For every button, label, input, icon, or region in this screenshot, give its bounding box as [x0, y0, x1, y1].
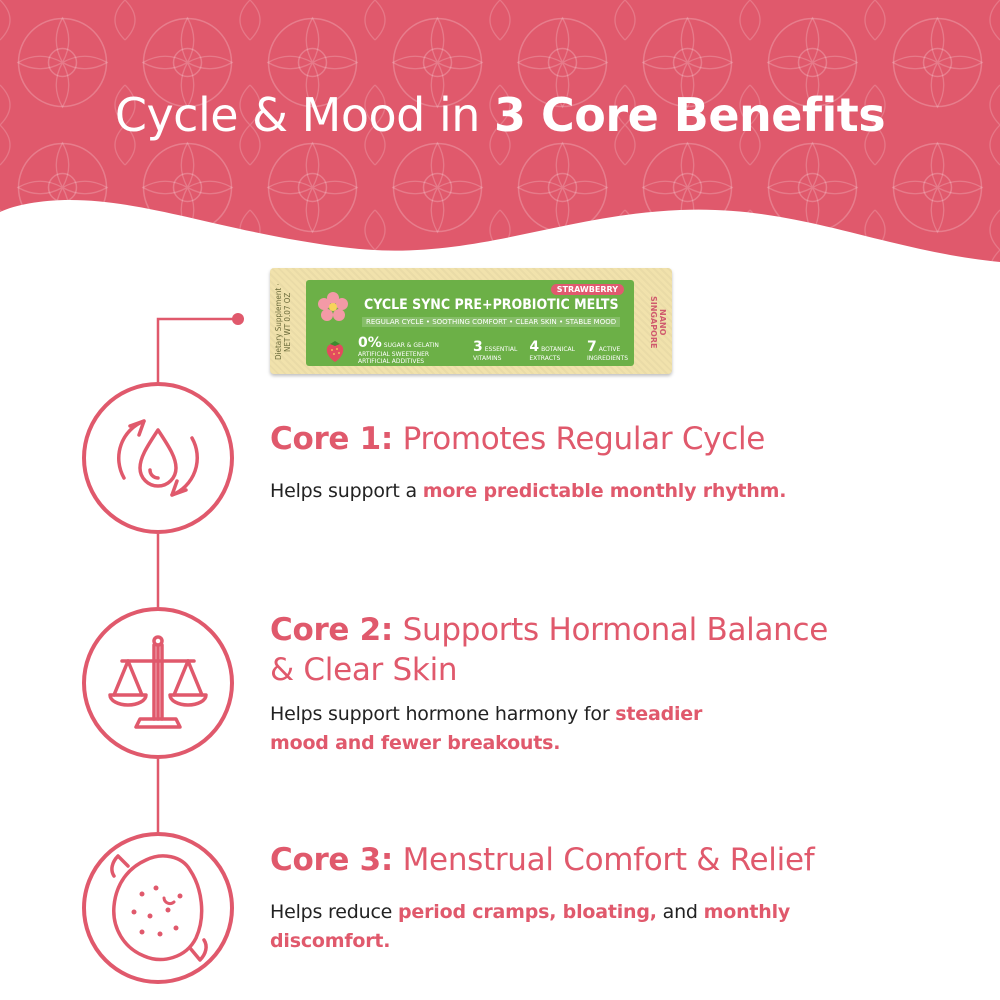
sachet-brand-side-text: NANO SINGAPORE [649, 295, 667, 349]
sachet-flavor-badge: STRAWBERRY [550, 284, 624, 295]
title-plain-text: Cycle & Mood in [114, 88, 481, 142]
balance-scale-icon [108, 635, 208, 729]
sachet-tagline: REGULAR CYCLE • SOOTHING COMFORT • CLEAR… [362, 317, 621, 327]
flower-icon [318, 292, 348, 321]
core1-description: Helps support a more predictable monthly… [270, 480, 787, 502]
header-wave-background [0, 0, 1000, 262]
sachet-side-left-text: Dietary Supplement · NET WT 0.07 OZ [274, 283, 292, 361]
sachet-green-panel: STRAWBERRY CYCLE SYNC PRE+PROBIOTIC MELT… [306, 280, 634, 366]
core2-heading: Core 2: Supports Hormonal Balance& Clear… [270, 612, 829, 688]
page-title: Cycle & Mood in 3 Core Benefits [0, 88, 1000, 142]
product-sachet-image: Dietary Supplement · NET WT 0.07 OZ STRA… [270, 268, 672, 374]
core2-icon-circle [82, 607, 234, 759]
connector-dot [232, 313, 244, 325]
header-banner: Cycle & Mood in 3 Core Benefits [0, 0, 1000, 290]
core1-icon-circle [82, 382, 234, 534]
strawberry-icon [326, 341, 344, 362]
core2-description: Helps support hormone harmony for steadi… [270, 703, 703, 754]
core3-icon-circle [82, 832, 234, 984]
sachet-product-name: CYCLE SYNC PRE+PROBIOTIC MELTS [364, 297, 619, 313]
sachet-stats: 0%SUGAR & GELATIN ARTIFICIAL SWEETENER A… [358, 335, 628, 365]
core1-heading: Core 1: Promotes Regular Cycle [270, 421, 766, 457]
core3-heading: Core 3: Menstrual Comfort & Relief [270, 842, 815, 878]
title-bold-text: 3 Core Benefits [494, 88, 886, 142]
core3-description: Helps reduce period cramps, bloating, an… [270, 901, 791, 952]
cycle-drop-icon [117, 419, 199, 497]
sachet-stat-zero: 0%SUGAR & GELATIN ARTIFICIAL SWEETENER A… [358, 335, 439, 365]
pad-icon [110, 854, 208, 962]
